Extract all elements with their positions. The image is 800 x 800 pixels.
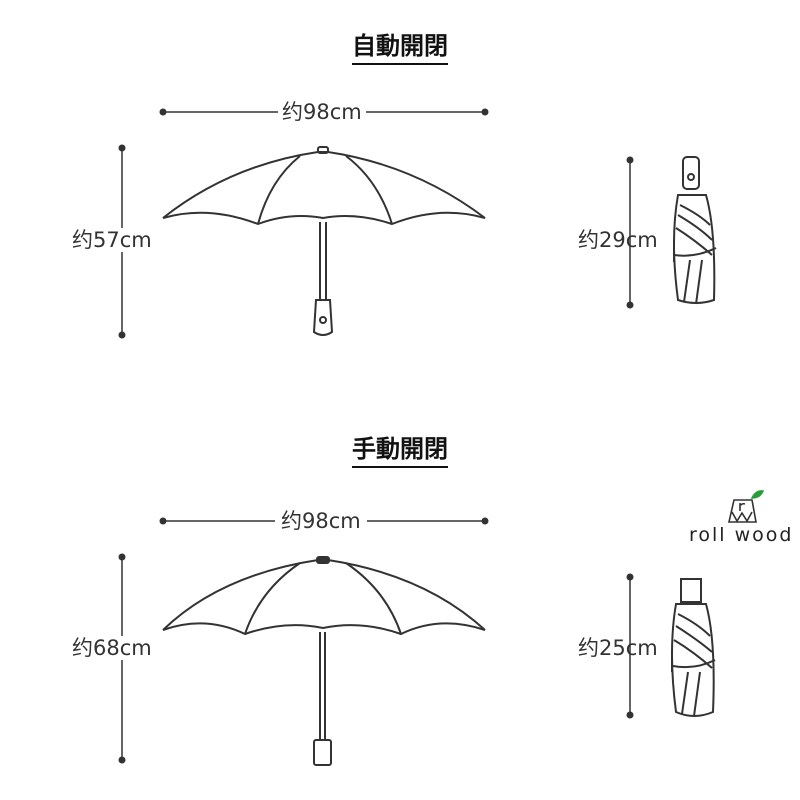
manual-width-label: 约98cm (275, 509, 367, 533)
manual-height-label: 约68cm (72, 636, 152, 660)
manual-folded-label: 约25cm (578, 636, 658, 660)
auto-open-umbrella (162, 146, 486, 336)
auto-height-label: 约57cm (72, 228, 152, 252)
roll-wood-logo (727, 490, 765, 523)
auto-open-close-title: 自動開閉 (352, 31, 448, 65)
auto-folded-umbrella (673, 156, 717, 305)
manual-open-close-title: 手動開閉 (352, 434, 448, 468)
manual-open-umbrella (162, 556, 486, 766)
brand-name: roll wood (689, 524, 794, 546)
auto-folded-label: 约29cm (578, 228, 658, 252)
manual-folded-dimension-line (626, 573, 634, 719)
auto-folded-dimension-line (626, 156, 634, 309)
manual-folded-umbrella (671, 578, 716, 717)
auto-width-label: 约98cm (278, 100, 366, 124)
